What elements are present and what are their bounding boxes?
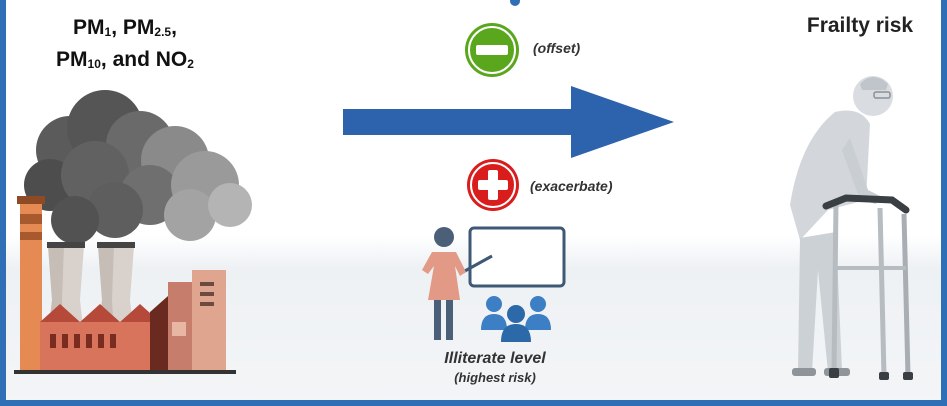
exacerbate-caption: (exacerbate) xyxy=(530,178,613,194)
minus-icon xyxy=(465,23,519,77)
exposure-sep2: , xyxy=(171,16,177,39)
top-marker xyxy=(510,0,520,6)
plus-icon xyxy=(467,159,519,211)
moderator-note: (highest risk) xyxy=(454,370,536,385)
students-icon xyxy=(481,296,551,342)
outcome-label: Frailty risk xyxy=(806,14,914,37)
exposure-pm10-sub: 10 xyxy=(87,57,101,71)
walker-icon xyxy=(822,194,913,380)
frame-edge-right xyxy=(941,0,947,406)
exposure-pm10-label: PM xyxy=(56,48,88,71)
offset-caption: (offset) xyxy=(533,40,581,56)
exposure-pm-label: PM xyxy=(73,16,105,39)
frame-edge-left xyxy=(0,0,6,406)
factory-icon xyxy=(14,90,252,374)
elderly-person-icon xyxy=(790,76,913,380)
exposure-no2-sub: 2 xyxy=(187,57,194,71)
moderator-label: Illiterate level (highest risk) xyxy=(390,350,600,385)
exposure-label: PM1, PM2.5, PM10, and NO2 xyxy=(30,14,220,78)
frame-edge-bottom xyxy=(0,400,947,406)
moderator-title: Illiterate level xyxy=(444,350,546,367)
exposure-sep3: , and NO xyxy=(100,48,188,71)
classroom-icon xyxy=(422,226,566,342)
exposure-pm25-sub: 2.5 xyxy=(154,25,172,39)
exposure-sep1: , PM xyxy=(111,16,155,39)
exposure-pm1-sub: 1 xyxy=(104,25,112,39)
smoke-icon xyxy=(24,90,252,244)
main-arrow xyxy=(343,86,674,158)
